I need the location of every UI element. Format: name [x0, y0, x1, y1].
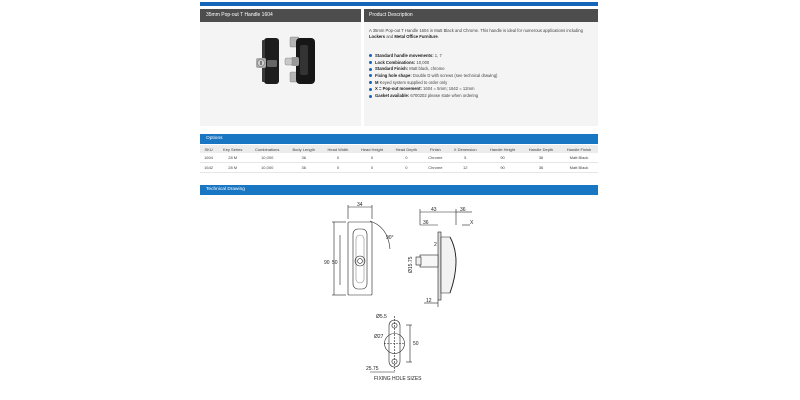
dim-angle: 90° [386, 235, 394, 241]
spec-item: Fixing hole shape: Double D with screws … [369, 73, 594, 80]
spec-item: X = Pop-out movement: 1604 = 5mm; 1642 =… [369, 86, 594, 93]
dim-hole-d27: Ø27 [374, 334, 384, 340]
product-image-panel: 35mm Pop-out T Handle 1604 [200, 9, 361, 126]
spec-item: Standard handle movements: 1, 7 [369, 53, 594, 60]
description-panel: A 35mm Pop-out T Handle 1604 in Matt Bla… [364, 22, 598, 126]
dim-width: 34 [357, 202, 363, 208]
side-view: 43 36 36 X 2 Ø15.75 12 [408, 207, 474, 307]
table-header-row: SKU Key Series Combinations Body Length … [200, 145, 598, 153]
description-keyword-lockers: Lockers [369, 34, 386, 39]
technical-drawing-header: Technical Drawing [200, 185, 598, 195]
spec-list: Standard handle movements: 1, 7 Lock Com… [369, 53, 594, 100]
fixing-hole-caption: FIXING HOLE SIZES [374, 376, 422, 382]
dim-hole-2575: 25.75 [366, 366, 379, 372]
description-text: A 35mm Pop-out T Handle 1604 in Matt Bla… [369, 28, 583, 39]
handle-photo-front [256, 38, 279, 84]
dim-side-36: 36 [460, 207, 466, 213]
fixing-holes-view: 50 Ø5.5 Ø27 25.75 FIXING HOLE SIZES [366, 314, 422, 382]
handle-photo-angled [284, 36, 315, 84]
technical-drawing: 34 90° 90 50 43 36 36 X [324, 202, 474, 382]
dim-side-diameter: Ø15.75 [408, 256, 414, 273]
options-table: SKU Key Series Combinations Body Length … [200, 145, 598, 173]
description-header: Product Description [364, 9, 598, 22]
description-keyword-furniture: Metal Office Furniture [394, 34, 438, 39]
product-photo [256, 36, 315, 84]
dim-side-x: X [470, 220, 474, 226]
dim-side-2: 2 [434, 242, 437, 248]
dim-side-12: 12 [426, 298, 432, 304]
dim-height-inner: 50 [332, 260, 338, 266]
front-view: 34 90° 90 50 [324, 202, 394, 296]
options-header: Options [200, 134, 598, 144]
top-accent-bar [200, 2, 598, 6]
spec-item: Lock Combinations: 10,000 [369, 60, 594, 67]
dim-hole-d55: Ø5.5 [376, 314, 387, 320]
product-title: 35mm Pop-out T Handle 1604 [200, 9, 361, 22]
dim-side-43: 43 [431, 207, 437, 213]
spec-item: M Keyed system supplied to order only [369, 80, 594, 87]
dim-hole-50: 50 [413, 341, 419, 347]
spec-item: Standard Finish: Matt black, chrome [369, 66, 594, 73]
dim-side-36b: 36 [423, 220, 429, 226]
product-sheet: 35mm Pop-out T Handle 1604 Product Descr… [200, 0, 598, 400]
dim-height-outer: 90 [324, 260, 330, 266]
spec-item: Gasket available: 6700202 please state w… [369, 93, 594, 100]
